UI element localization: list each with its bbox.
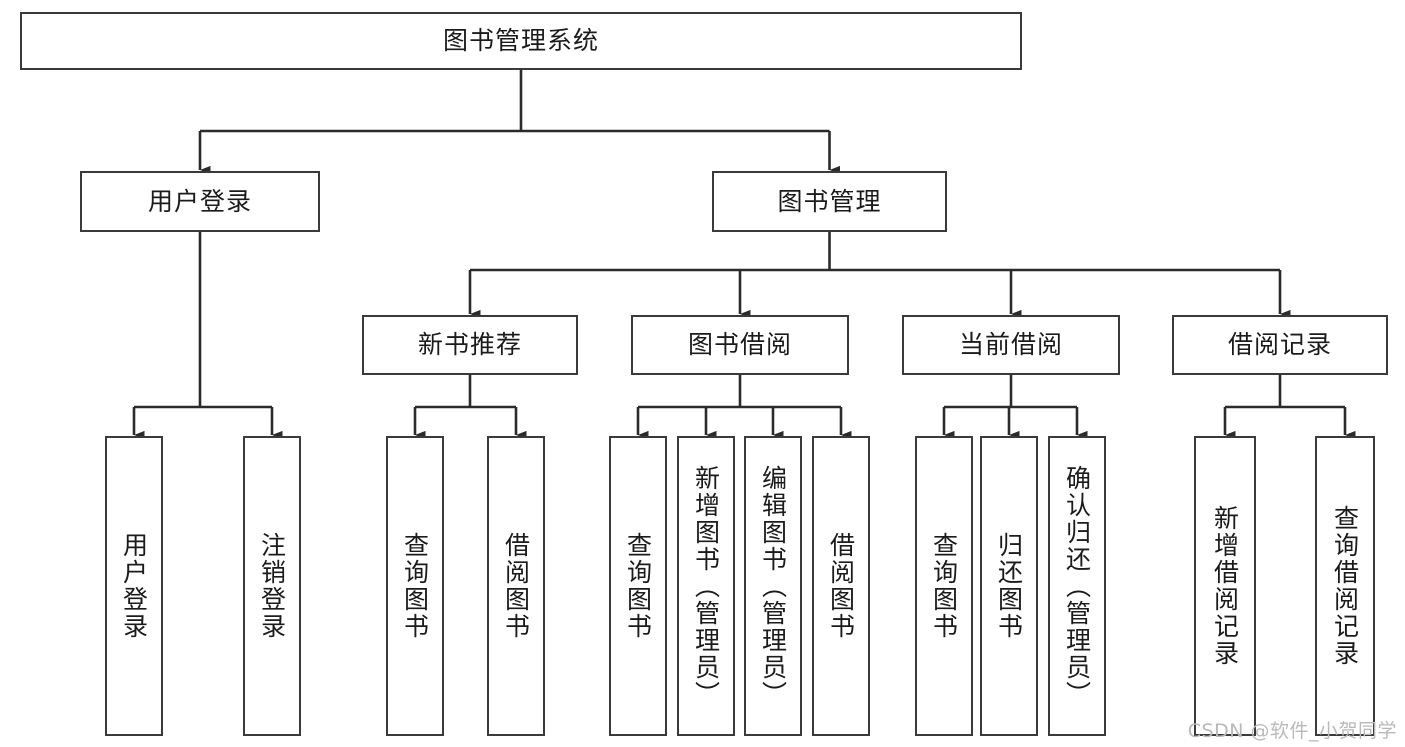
node-label: 注销登录 [257,532,287,640]
node-leaf-query-book-borrow[interactable]: 查询图书 [609,436,667,736]
node-label: 查询图书 [400,532,430,640]
node-label: 借阅图书 [826,532,856,640]
node-label: 确认归还（管理员） [1062,464,1092,708]
node-label: 借阅记录 [1227,330,1332,360]
node-leaf-query-book-recommend[interactable]: 查询图书 [386,436,444,736]
node-leaf-borrow-book-recommend[interactable]: 借阅图书 [487,436,545,736]
watermark-label: CSDN @软件_小贺同学 [1187,720,1397,742]
node-leaf-query-book-current[interactable]: 查询图书 [915,436,973,736]
node-label: 查询借阅记录 [1330,505,1360,667]
node-leaf-add-borrow-record[interactable]: 新增借阅记录 [1194,436,1256,736]
node-book-manage[interactable]: 图书管理 [712,171,947,232]
node-label: 当前借阅 [958,330,1063,360]
node-new-book-recommend[interactable]: 新书推荐 [362,315,578,375]
node-label: 新书推荐 [417,330,522,360]
node-leaf-user-login[interactable]: 用户登录 [105,436,163,736]
node-label: 图书借阅 [687,330,792,360]
node-leaf-query-borrow-record[interactable]: 查询借阅记录 [1315,436,1375,736]
node-book-borrow[interactable]: 图书借阅 [631,315,849,375]
node-user-login[interactable]: 用户登录 [80,171,320,232]
node-root[interactable]: 图书管理系统 [20,12,1022,70]
node-label: 查询图书 [929,532,959,640]
node-label: 编辑图书（管理员） [758,464,788,708]
node-label: 图书管理系统 [442,26,599,56]
node-leaf-confirm-return[interactable]: 确认归还（管理员） [1048,436,1106,736]
node-label: 归还图书 [994,532,1024,640]
node-label: 借阅图书 [501,532,531,640]
node-leaf-borrow-book[interactable]: 借阅图书 [812,436,870,736]
node-label: 用户登录 [119,532,149,640]
node-label: 查询图书 [623,532,653,640]
node-current-borrow[interactable]: 当前借阅 [902,315,1120,375]
node-label: 新增借阅记录 [1210,505,1240,667]
node-leaf-add-book[interactable]: 新增图书（管理员） [677,436,735,736]
node-label: 用户登录 [147,186,252,216]
node-borrow-record[interactable]: 借阅记录 [1172,315,1388,375]
node-leaf-edit-book[interactable]: 编辑图书（管理员） [744,436,802,736]
node-label: 新增图书（管理员） [691,464,721,708]
node-label: 图书管理 [777,186,882,216]
node-leaf-return-book[interactable]: 归还图书 [980,436,1038,736]
node-leaf-logout-login[interactable]: 注销登录 [243,436,301,736]
